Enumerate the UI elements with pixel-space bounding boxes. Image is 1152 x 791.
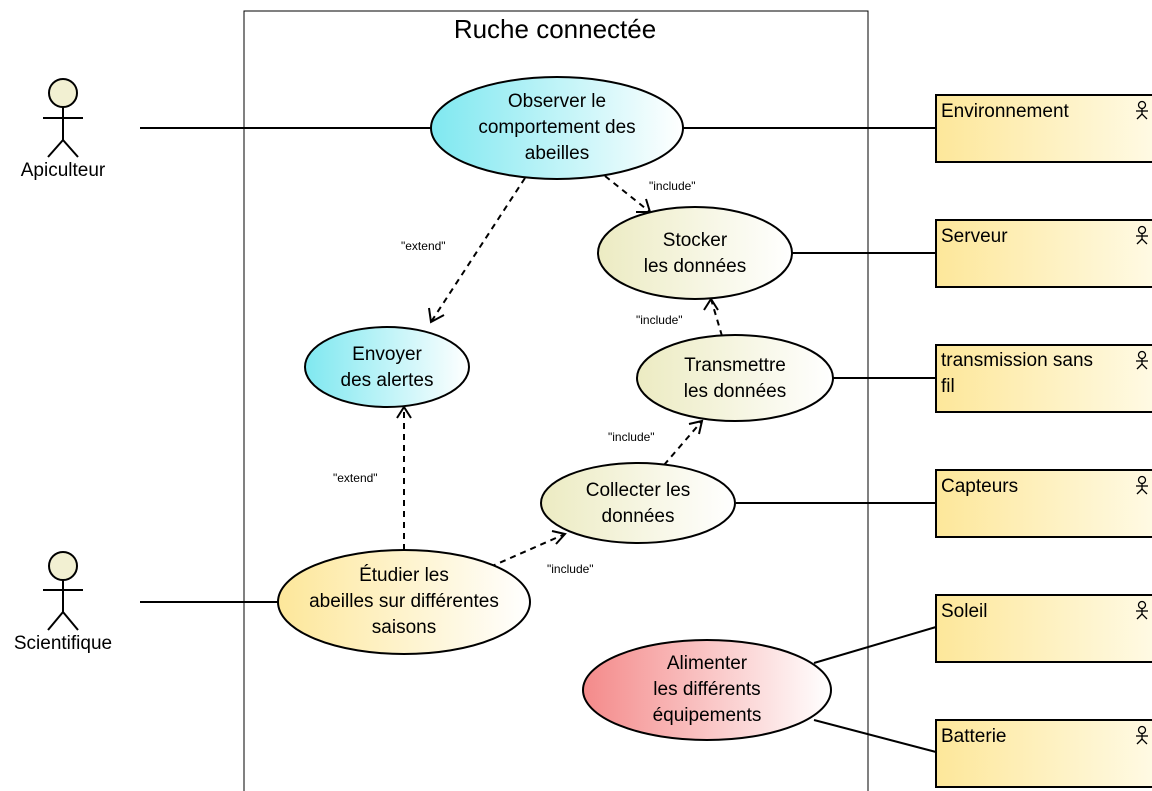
- svg-text:saisons: saisons: [372, 617, 436, 638]
- use-case-transmettre[interactable]: Transmettre les données: [636, 334, 834, 422]
- svg-text:données: données: [602, 506, 675, 527]
- svg-text:Collecter les: Collecter les: [586, 480, 691, 501]
- external-actor-serveur[interactable]: Serveur: [935, 219, 1152, 288]
- actor-label: Apiculteur: [21, 160, 106, 181]
- actor-icon: [1136, 600, 1148, 620]
- svg-text:Transmettre: Transmettre: [684, 355, 786, 376]
- svg-text:abeilles: abeilles: [525, 143, 589, 164]
- external-actor-capteurs[interactable]: Capteurs: [935, 469, 1152, 538]
- rel-label-collecter-transmettre: "include": [608, 430, 655, 444]
- svg-text:Stocker: Stocker: [663, 230, 728, 251]
- rel-label-transmettre-stocker: "include": [636, 313, 683, 327]
- svg-text:Serveur: Serveur: [941, 226, 1008, 247]
- svg-text:Envoyer: Envoyer: [352, 344, 422, 365]
- dep-observer-stocker: [604, 175, 652, 213]
- actor-icon: [1136, 225, 1148, 245]
- dep-transmettre-stocker: [703, 297, 723, 337]
- use-case-etudier[interactable]: Étudier les abeilles sur différentes sai…: [277, 549, 531, 655]
- svg-text:abeilles sur différentes: abeilles sur différentes: [309, 591, 499, 612]
- svg-text:fil: fil: [941, 376, 955, 397]
- use-case-observer[interactable]: Observer le comportement des abeilles: [430, 76, 684, 180]
- rel-label-etudier-collecter: "include": [547, 562, 594, 576]
- use-case-alimenter[interactable]: Alimenter les différents équipements: [582, 639, 832, 741]
- actor-scientifique[interactable]: Scientifique: [14, 551, 112, 654]
- use-case-collecter[interactable]: Collecter les données: [540, 462, 736, 544]
- svg-text:comportement des: comportement des: [478, 117, 635, 138]
- svg-text:des alertes: des alertes: [341, 370, 434, 391]
- rel-label-observer-stocker: "include": [649, 179, 696, 193]
- dep-collecter-transmettre: [663, 419, 704, 466]
- svg-text:transmission sans: transmission sans: [941, 350, 1093, 371]
- actor-icon: [1136, 475, 1148, 495]
- external-actor-environnement[interactable]: Environnement: [935, 94, 1152, 163]
- use-case-stocker[interactable]: Stocker les données: [597, 206, 793, 300]
- external-actor-batterie[interactable]: Batterie: [935, 719, 1152, 788]
- svg-text:Capteurs: Capteurs: [941, 476, 1018, 497]
- external-actor-transmission[interactable]: transmission sans fil: [935, 344, 1152, 413]
- actor-icon: [1136, 725, 1148, 745]
- rel-label-etudier-envoyer: "extend": [333, 471, 378, 485]
- dep-etudier-collecter: [489, 530, 567, 568]
- stick-figure-icon: [43, 78, 83, 158]
- stick-figure-icon: [43, 551, 83, 631]
- dep-etudier-envoyer: [396, 405, 412, 550]
- use-case-envoyer[interactable]: Envoyer des alertes: [304, 326, 470, 408]
- svg-text:les données: les données: [644, 256, 746, 277]
- svg-text:les différents: les différents: [653, 679, 760, 700]
- svg-text:Alimenter: Alimenter: [667, 653, 748, 674]
- svg-text:Observer le: Observer le: [508, 91, 606, 112]
- external-actor-soleil[interactable]: Soleil: [935, 594, 1152, 663]
- system-title: Ruche connectée: [454, 14, 656, 44]
- assoc-alimenter-soleil: [813, 626, 937, 664]
- actor-icon: [1136, 350, 1148, 370]
- rel-label-observer-envoyer: "extend": [401, 239, 446, 253]
- svg-text:les données: les données: [684, 381, 786, 402]
- assoc-alimenter-batterie: [813, 719, 937, 753]
- system-boundary: [243, 10, 869, 791]
- svg-text:équipements: équipements: [653, 705, 762, 726]
- dep-observer-envoyer: [428, 177, 526, 324]
- actor-apiculteur[interactable]: Apiculteur: [21, 78, 106, 181]
- svg-text:Batterie: Batterie: [941, 726, 1006, 747]
- svg-text:Soleil: Soleil: [941, 601, 987, 622]
- svg-text:Environnement: Environnement: [941, 101, 1070, 122]
- actor-label: Scientifique: [14, 633, 112, 654]
- actor-icon: [1136, 100, 1148, 120]
- svg-text:Étudier les: Étudier les: [359, 565, 449, 586]
